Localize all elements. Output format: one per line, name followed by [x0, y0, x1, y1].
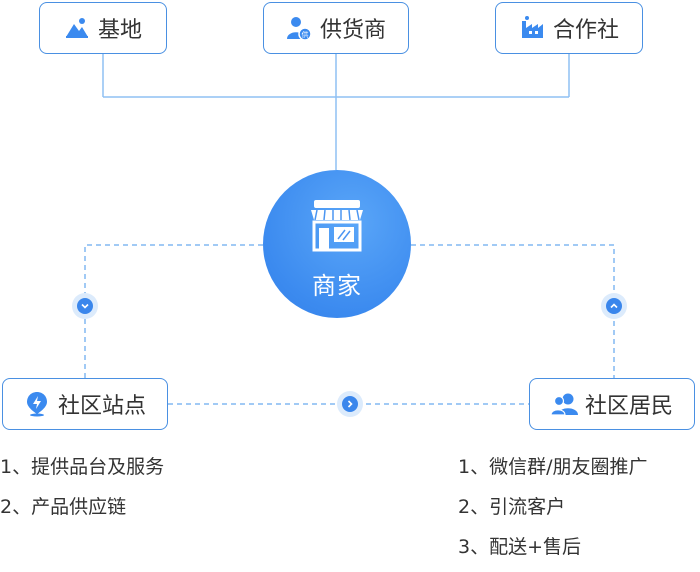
node-community-residents-label: 社区居民 — [584, 394, 673, 419]
list-item: 1、微信群/朋友圈推广 — [458, 456, 648, 478]
location-pin-icon — [24, 391, 50, 417]
node-community-station-label: 社区站点 — [57, 394, 146, 419]
users-icon — [550, 391, 578, 417]
list-item: 3、配送+售后 — [458, 536, 582, 558]
center-merchant-label: 商家 — [312, 272, 362, 300]
supplier-icon: 供 — [286, 15, 312, 41]
chevron-down-dot — [72, 293, 98, 319]
node-community-station: 社区站点 — [2, 378, 168, 430]
list-item: 2、引流客户 — [458, 496, 566, 518]
node-base: 基地 — [39, 2, 167, 54]
node-cooperative-label: 合作社 — [552, 18, 619, 43]
factory-icon — [519, 15, 545, 41]
node-supplier-label: 供货商 — [319, 18, 386, 43]
community-station-list: 1、提供品台及服务 2、产品供应链 — [0, 452, 164, 532]
list-item: 2、产品供应链 — [0, 496, 127, 518]
chevron-down-icon — [81, 303, 89, 309]
node-community-residents: 社区居民 — [529, 378, 695, 430]
chevron-up-dot — [601, 293, 627, 319]
landscape-icon — [64, 15, 90, 41]
svg-text:供: 供 — [301, 30, 308, 39]
center-merchant: 商家 — [263, 170, 411, 318]
node-supplier: 供 供货商 — [263, 2, 409, 54]
chevron-right-icon — [347, 400, 353, 408]
chevron-right-dot — [337, 391, 363, 417]
chevron-up-icon — [610, 303, 618, 309]
storefront-icon — [308, 198, 366, 256]
list-item: 1、提供品台及服务 — [0, 456, 165, 478]
node-cooperative: 合作社 — [495, 2, 643, 54]
node-base-label: 基地 — [97, 18, 142, 43]
community-residents-list: 1、微信群/朋友圈推广 2、引流客户 3、配送+售后 — [458, 452, 648, 572]
